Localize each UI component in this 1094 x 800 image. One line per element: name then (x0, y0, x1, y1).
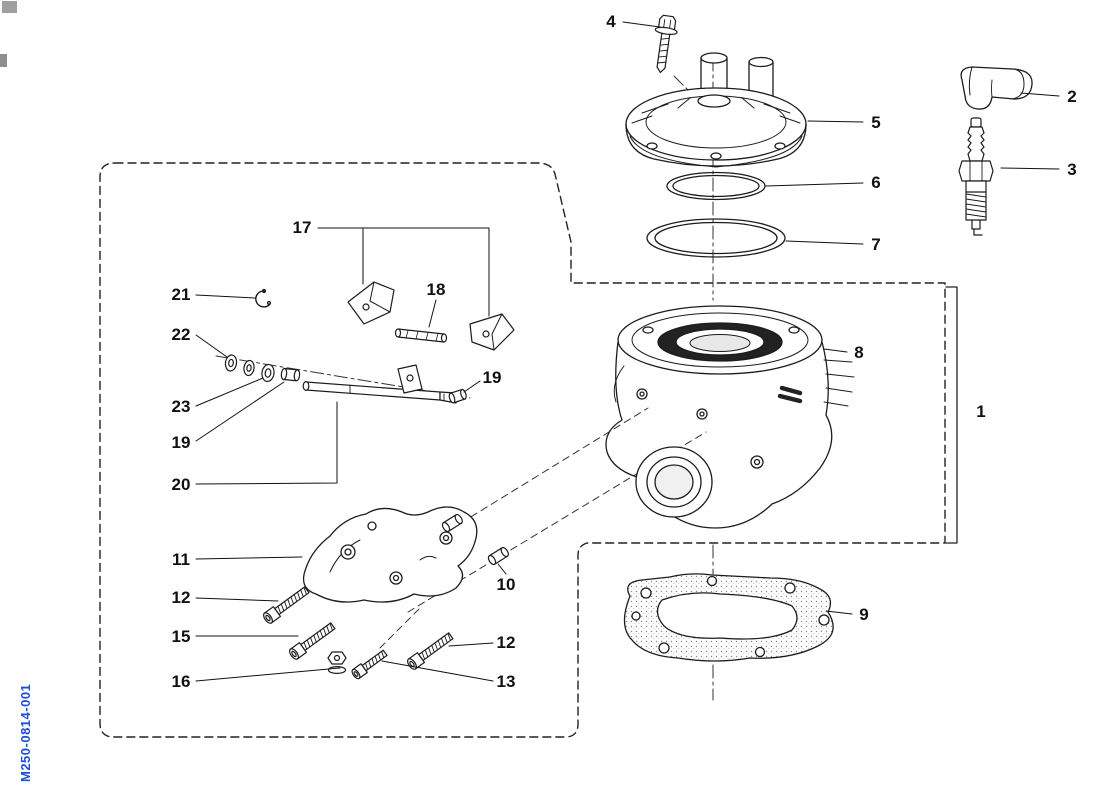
part-washer-23 (261, 363, 275, 383)
part-washer-22 (224, 354, 255, 377)
callout-part-15: 15 (171, 627, 191, 646)
callout-part-13: 13 (496, 672, 516, 691)
part-bolt-13 (349, 647, 389, 681)
callout-part-17: 17 (292, 218, 312, 237)
callout-part-9: 9 (859, 605, 869, 624)
callout-part-23: 23 (171, 397, 191, 416)
part-roller-19-right (448, 388, 467, 404)
callout-part-18: 18 (426, 280, 446, 299)
callout-part-19-left: 19 (171, 433, 191, 452)
callout-part-22: 22 (171, 325, 191, 344)
part-base-gasket-9 (623, 573, 834, 662)
callout-part-2: 2 (1067, 87, 1077, 106)
part-shaft-20 (302, 364, 457, 404)
scrollbar-artifact (2, 1, 17, 13)
callout-part-16: 16 (171, 672, 191, 691)
part-valve-blade-17-right (469, 313, 515, 351)
kit-boundary-dashed (99, 162, 946, 738)
part-roller-19-left (280, 367, 301, 382)
document-code: M250-0814-001 (18, 683, 33, 782)
callout-part-12-right: 12 (496, 633, 516, 652)
leader-lines (195, 21, 1060, 682)
callout-part-19-right: 19 (482, 368, 502, 387)
part-oring-6 (666, 171, 766, 201)
callout-part-7: 7 (871, 235, 881, 254)
group-bracket-1 (945, 286, 958, 544)
callout-part-6: 6 (871, 173, 881, 192)
part-pin-18 (394, 328, 448, 343)
callout-part-11: 11 (172, 550, 190, 569)
callout-part-12-left: 12 (171, 588, 191, 607)
part-oring-7 (646, 218, 786, 258)
part-bolt-12-left (261, 584, 311, 626)
callout-part-20: 20 (171, 475, 191, 494)
part-valve-blade-17-left (347, 281, 395, 325)
callout-part-4: 4 (606, 12, 616, 31)
callout-part-8: 8 (854, 343, 864, 362)
part-clip-21 (255, 288, 272, 308)
callout-part-21: 21 (171, 285, 191, 304)
callout-part-3: 3 (1067, 160, 1077, 179)
part-spacer-10 (486, 545, 511, 567)
callout-part-5: 5 (871, 113, 881, 132)
part-cylinder-head-5 (625, 52, 807, 168)
callout-part-1: 1 (976, 402, 986, 421)
part-valve-cover-11 (302, 506, 478, 603)
part-spark-plug-cap-2 (960, 66, 1033, 110)
part-cylinder-8 (605, 305, 855, 529)
part-nut-16 (327, 651, 347, 674)
part-spark-plug-3 (958, 117, 994, 236)
part-bolt-12-right (405, 630, 455, 672)
part-bolt-4 (654, 14, 678, 74)
callout-part-10: 10 (496, 575, 516, 594)
part-bolt-15 (287, 620, 337, 662)
scrollbar-artifact (0, 54, 7, 67)
